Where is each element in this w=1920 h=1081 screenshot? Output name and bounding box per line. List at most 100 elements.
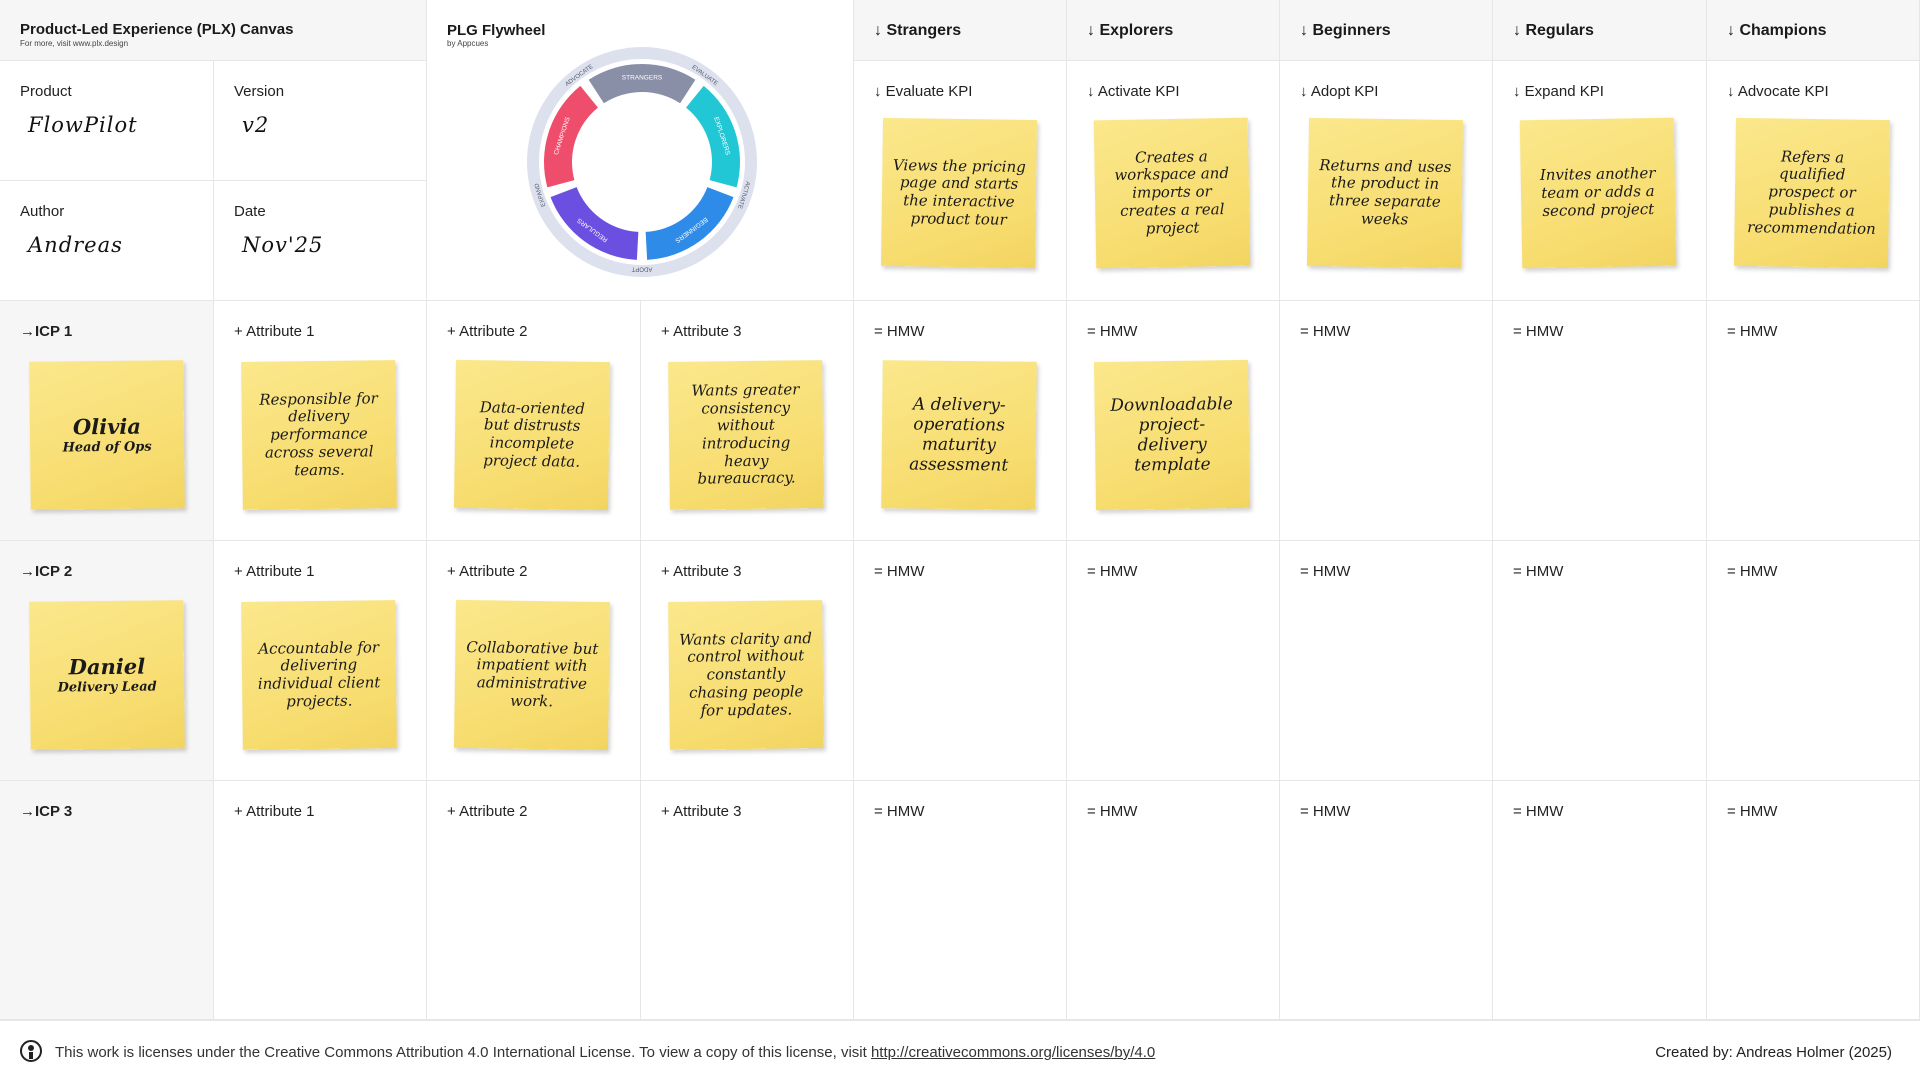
hmw-cell[interactable]: = HMW — [854, 541, 1067, 781]
hmw-label: = HMW — [874, 803, 925, 820]
kpi-sticky-note[interactable]: Creates a workspace and imports or creat… — [1093, 117, 1251, 269]
flywheel-segment-regulars — [550, 187, 639, 260]
attribute-sticky-note[interactable]: Wants greater consistency without introd… — [668, 360, 824, 510]
product-label: Product — [20, 83, 72, 100]
credit: Created by: Andreas Holmer (2025) — [1655, 1044, 1892, 1061]
stage-header: ↓ Beginners — [1300, 22, 1391, 39]
kpi-sticky-note[interactable]: Refers a qualified prospect or publishes… — [1733, 117, 1891, 269]
hmw-label: = HMW — [1513, 323, 1564, 340]
hmw-label: = HMW — [1513, 803, 1564, 820]
hmw-cell[interactable]: = HMW — [1280, 541, 1493, 781]
hmw-cell[interactable]: = HMW — [1707, 781, 1920, 1020]
attribute-cell[interactable]: + Attribute 2 Collaborative but impatient… — [427, 541, 641, 781]
hmw-cell[interactable]: = HMW — [854, 781, 1067, 1020]
version-value: v2 — [242, 113, 270, 137]
attribute-cell[interactable]: + Attribute 3 Wants clarity and control w… — [641, 541, 854, 781]
kpi-label: ↓ Expand KPI — [1513, 83, 1604, 100]
attribute-label: + Attribute 1 — [234, 323, 315, 340]
canvas-subtitle[interactable]: For more, visit www.plx.design — [20, 39, 129, 48]
hmw-cell[interactable]: = HMW — [1493, 541, 1707, 781]
kpi-cell[interactable]: ↓ Adopt KPI Returns and uses the product … — [1280, 61, 1493, 301]
attribute-cell[interactable]: + Attribute 2 — [427, 781, 641, 1020]
product-value: FlowPilot — [28, 113, 138, 137]
hmw-label: = HMW — [1727, 323, 1778, 340]
flywheel-segment-champions — [544, 85, 598, 188]
hmw-cell[interactable]: = HMW — [1280, 301, 1493, 541]
flywheel-title: PLG Flywheel — [447, 22, 546, 39]
author-label: Author — [20, 203, 65, 220]
hmw-cell[interactable]: = HMW — [1707, 541, 1920, 781]
hmw-sticky-note[interactable]: Downloadable project-delivery template — [1093, 359, 1251, 511]
canvas-title-cell: Product-Led Experience (PLX) Canvas For … — [0, 0, 427, 61]
date-label: Date — [234, 203, 266, 220]
flywheel-stage-label: ADOPT — [631, 265, 652, 271]
version-label: Version — [234, 83, 285, 100]
stage-header-cell: ↓ Explorers — [1067, 0, 1280, 61]
license-text: This work is licenses under the Creative… — [55, 1044, 1155, 1061]
creative-commons-icon — [20, 1040, 42, 1062]
kpi-cell[interactable]: ↓ Activate KPI Creates a workspace and im… — [1067, 61, 1280, 301]
kpi-label: ↓ Advocate KPI — [1727, 83, 1829, 100]
hmw-cell[interactable]: = HMW — [1707, 301, 1920, 541]
version-cell[interactable]: Version v2 — [214, 61, 427, 181]
attribute-cell[interactable]: + Attribute 1 Responsible for delivery pe… — [214, 301, 427, 541]
kpi-sticky-note[interactable]: Invites another team or adds a second pr… — [1519, 117, 1677, 269]
persona-name: Olivia — [72, 413, 142, 440]
kpi-cell[interactable]: ↓ Advocate KPI Refers a qualified prospec… — [1707, 61, 1920, 301]
kpi-label: ↓ Activate KPI — [1087, 83, 1180, 100]
stage-header: ↓ Regulars — [1513, 22, 1594, 39]
persona-name: Daniel — [68, 653, 146, 680]
hmw-cell[interactable]: = HMW — [1067, 541, 1280, 781]
license-link[interactable]: http://creativecommons.org/licenses/by/4… — [870, 1044, 1156, 1061]
stage-header: ↓ Strangers — [874, 22, 962, 39]
hmw-label: = HMW — [1300, 563, 1351, 580]
date-cell[interactable]: Date Nov'25 — [214, 181, 427, 301]
hmw-label: = HMW — [1300, 323, 1351, 340]
kpi-sticky-note[interactable]: Views the pricing page and starts the in… — [880, 117, 1038, 269]
attribute-sticky-note[interactable]: Collaborative but impatient with adminis… — [453, 599, 611, 751]
attribute-sticky-note[interactable]: Responsible for delivery performance acr… — [241, 360, 397, 510]
attribute-sticky-note[interactable]: Wants clarity and control without consta… — [668, 600, 824, 750]
hmw-label: = HMW — [1727, 803, 1778, 820]
persona-role: Head of Ops — [62, 439, 152, 456]
flywheel-subtitle: by Appcues — [447, 39, 489, 48]
hmw-label: = HMW — [1727, 563, 1778, 580]
stage-header: ↓ Champions — [1727, 22, 1827, 39]
author-value: Andreas — [28, 233, 123, 257]
attribute-label: + Attribute 3 — [661, 563, 742, 580]
attribute-sticky-note[interactable]: Accountable for delivering individual cl… — [241, 600, 397, 750]
hmw-cell[interactable]: = HMW — [1493, 301, 1707, 541]
date-value: Nov'25 — [242, 233, 324, 257]
product-cell[interactable]: Product FlowPilot — [0, 61, 214, 181]
author-cell[interactable]: Author Andreas — [0, 181, 214, 301]
icp-cell[interactable]: →ICP 3 — [0, 781, 214, 1020]
hmw-cell[interactable]: = HMW — [1280, 781, 1493, 1020]
hmw-cell[interactable]: = HMW — [1067, 781, 1280, 1020]
flywheel-segment-explorers — [686, 85, 740, 188]
kpi-sticky-note[interactable]: Returns and uses the product in three se… — [1306, 117, 1464, 269]
attribute-cell[interactable]: + Attribute 3 — [641, 781, 854, 1020]
attribute-cell[interactable]: + Attribute 1 — [214, 781, 427, 1020]
hmw-cell[interactable]: = HMW — [1493, 781, 1707, 1020]
attribute-label: + Attribute 1 — [234, 803, 315, 820]
footer: This work is licenses under the Creative… — [0, 1020, 1920, 1081]
hmw-sticky-note[interactable]: A delivery-operations maturity assessmen… — [881, 360, 1037, 510]
hmw-label: = HMW — [1087, 803, 1138, 820]
license-body: This work is licenses under the Creative… — [55, 1044, 871, 1061]
hmw-label: = HMW — [874, 563, 925, 580]
kpi-label: ↓ Adopt KPI — [1300, 83, 1379, 100]
attribute-label: + Attribute 2 — [447, 563, 528, 580]
kpi-cell[interactable]: ↓ Expand KPI Invites another team or adds… — [1493, 61, 1707, 301]
attribute-sticky-note[interactable]: Data-oriented but distrusts incomplete p… — [453, 359, 611, 511]
